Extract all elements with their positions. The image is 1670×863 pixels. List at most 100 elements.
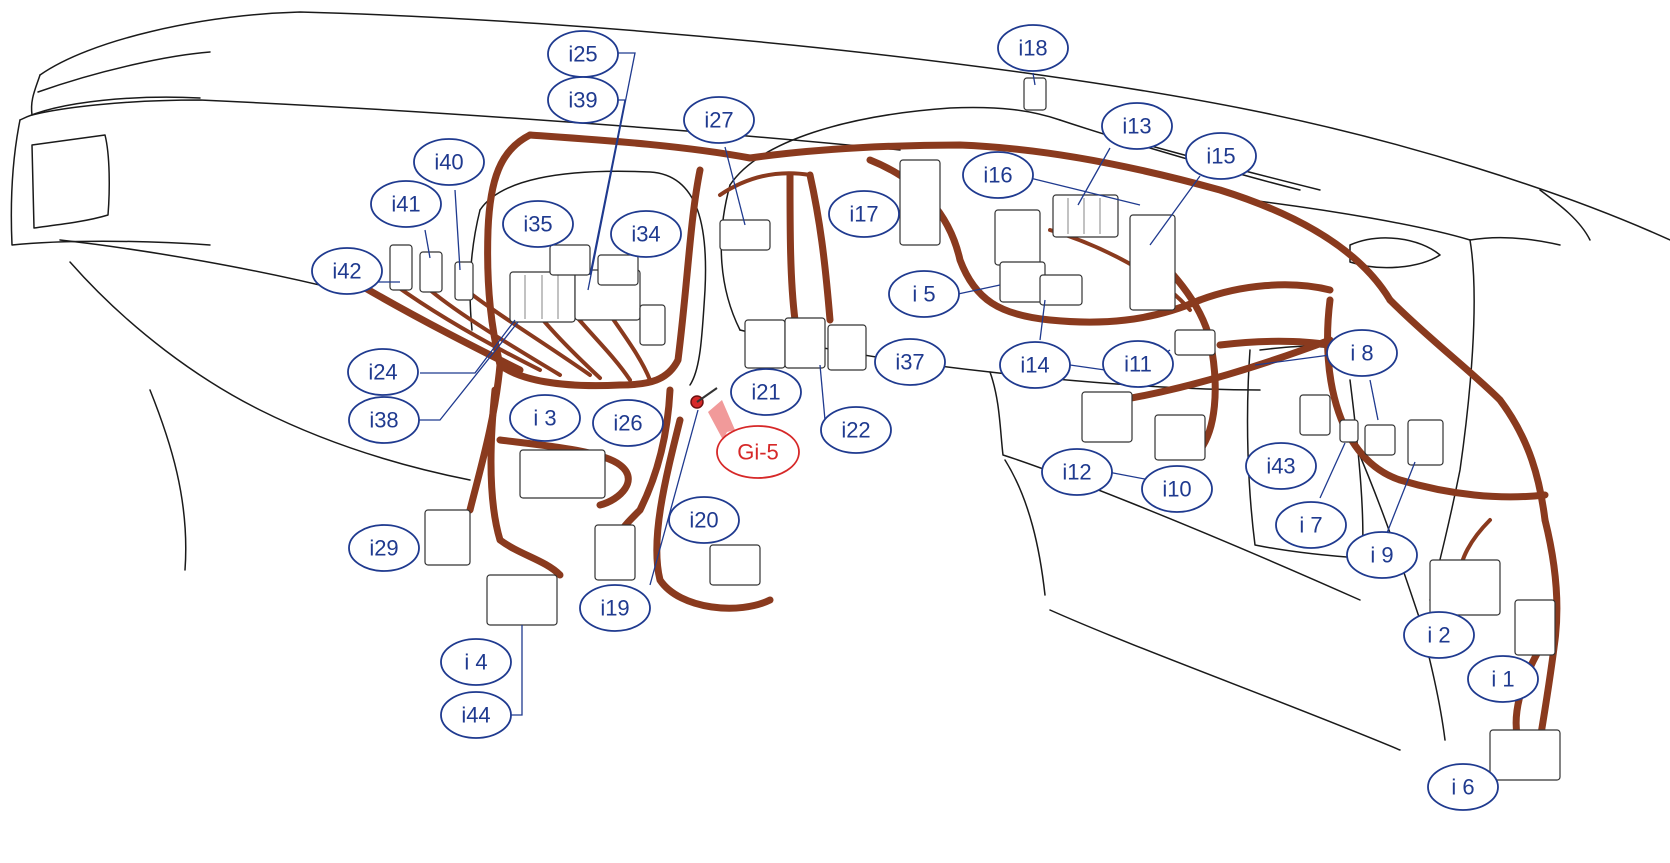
callout-ellipse: [413, 138, 485, 186]
callout-label: i41: [391, 192, 420, 217]
callout-i3: i 3: [509, 394, 581, 442]
callout-i16: i16: [962, 151, 1034, 199]
callout-ellipse: [1101, 102, 1173, 150]
callout-label: i19: [600, 596, 629, 621]
callout-i11: i11: [1102, 340, 1174, 388]
callout-i24: i24: [347, 348, 419, 396]
callout-ellipse: [1346, 531, 1418, 579]
callout-label: i 9: [1370, 543, 1393, 568]
callout-i25: i25: [547, 30, 619, 78]
ground-point-gi5: [690, 387, 735, 440]
callout-i37: i37: [874, 338, 946, 386]
callout-label: i26: [613, 411, 642, 436]
callout-label: i34: [631, 222, 660, 247]
callout-ellipse: [1141, 465, 1213, 513]
callout-label: i 5: [912, 282, 935, 307]
callout-ellipse: [440, 691, 512, 739]
ground-label-text: Gi-5: [737, 440, 779, 465]
callout-i17: i17: [828, 190, 900, 238]
callout-i35: i35: [502, 200, 574, 248]
callout-ellipse: [1041, 448, 1113, 496]
callout-label: i44: [461, 703, 490, 728]
callout-label: i29: [369, 536, 398, 561]
callout-i43: i43: [1245, 442, 1317, 490]
callout-i18: i18: [997, 24, 1069, 72]
callout-i26: i26: [592, 399, 664, 447]
callout-ellipse: [592, 399, 664, 447]
callout-ellipse: [311, 247, 383, 295]
callout-ellipse: [874, 338, 946, 386]
callout-ellipse: [610, 210, 682, 258]
callout-label: i 4: [464, 650, 487, 675]
callout-i34: i34: [610, 210, 682, 258]
callout-ellipse: [668, 496, 740, 544]
callout-i4: i 4: [440, 638, 512, 686]
callout-ellipse: [1102, 340, 1174, 388]
callout-i6: i 6: [1427, 763, 1499, 811]
callout-ellipse: [502, 200, 574, 248]
callout-label: i17: [849, 202, 878, 227]
callout-label: i 6: [1451, 775, 1474, 800]
callout-label: i39: [568, 88, 597, 113]
callout-i2: i 2: [1403, 611, 1475, 659]
callout-ellipse: [547, 76, 619, 124]
callout-i19: i19: [579, 584, 651, 632]
callout-ellipse: [1185, 132, 1257, 180]
callout-i8: i 8: [1326, 329, 1398, 377]
callout-label: i27: [704, 108, 733, 133]
callout-ellipse: [1326, 329, 1398, 377]
callout-i10: i10: [1141, 465, 1213, 513]
callout-ellipse: [509, 394, 581, 442]
callout-label: i35: [523, 212, 552, 237]
callout-label: i15: [1206, 144, 1235, 169]
callout-i22: i22: [820, 406, 892, 454]
leader-lines: [378, 52, 1416, 716]
callout-i38: i38: [348, 396, 420, 444]
callout-label: i10: [1162, 477, 1191, 502]
callout-i14: i14: [999, 341, 1071, 389]
callout-i27: i27: [683, 96, 755, 144]
callout-ellipse: [1275, 501, 1347, 549]
callout-i42: i42: [311, 247, 383, 295]
callout-label: i42: [332, 259, 361, 284]
callout-i15: i15: [1185, 132, 1257, 180]
callout-ellipse: [888, 270, 960, 318]
callout-label: i43: [1266, 454, 1295, 479]
callout-i9: i 9: [1346, 531, 1418, 579]
callout-label: i24: [368, 360, 397, 385]
callout-ellipse: [730, 368, 802, 416]
callout-i21: i21: [730, 368, 802, 416]
callout-ellipse: [828, 190, 900, 238]
callout-label: i13: [1122, 114, 1151, 139]
callout-label: i38: [369, 408, 398, 433]
dashboard-outline: [10, 11, 1670, 751]
callout-i12: i12: [1041, 448, 1113, 496]
callout-ellipse: [440, 638, 512, 686]
callout-ellipse: [347, 348, 419, 396]
callout-label: i12: [1062, 460, 1091, 485]
callout-label: i25: [568, 42, 597, 67]
callout-ellipse: [370, 180, 442, 228]
callout-i13: i13: [1101, 102, 1173, 150]
callout-label: i22: [841, 418, 870, 443]
callout-label: i14: [1020, 353, 1049, 378]
callout-ellipse: [348, 524, 420, 572]
callout-i44: i44: [440, 691, 512, 739]
callout-label: i 2: [1427, 623, 1450, 648]
callout-label: i21: [751, 380, 780, 405]
callout-i1: i 1: [1467, 655, 1539, 703]
callout-i41: i41: [370, 180, 442, 228]
callout-label: i18: [1018, 36, 1047, 61]
callout-ellipse: [997, 24, 1069, 72]
callout-label: i 1: [1491, 667, 1514, 692]
callout-label: i11: [1124, 352, 1152, 377]
callout-i7: i 7: [1275, 501, 1347, 549]
callout-i20: i20: [668, 496, 740, 544]
callout-label: i40: [434, 150, 463, 175]
callout-ellipse: [683, 96, 755, 144]
callout-i29: i29: [348, 524, 420, 572]
callout-ellipse: [1467, 655, 1539, 703]
callout-i39: i39: [547, 76, 619, 124]
callout-ellipse: [348, 396, 420, 444]
